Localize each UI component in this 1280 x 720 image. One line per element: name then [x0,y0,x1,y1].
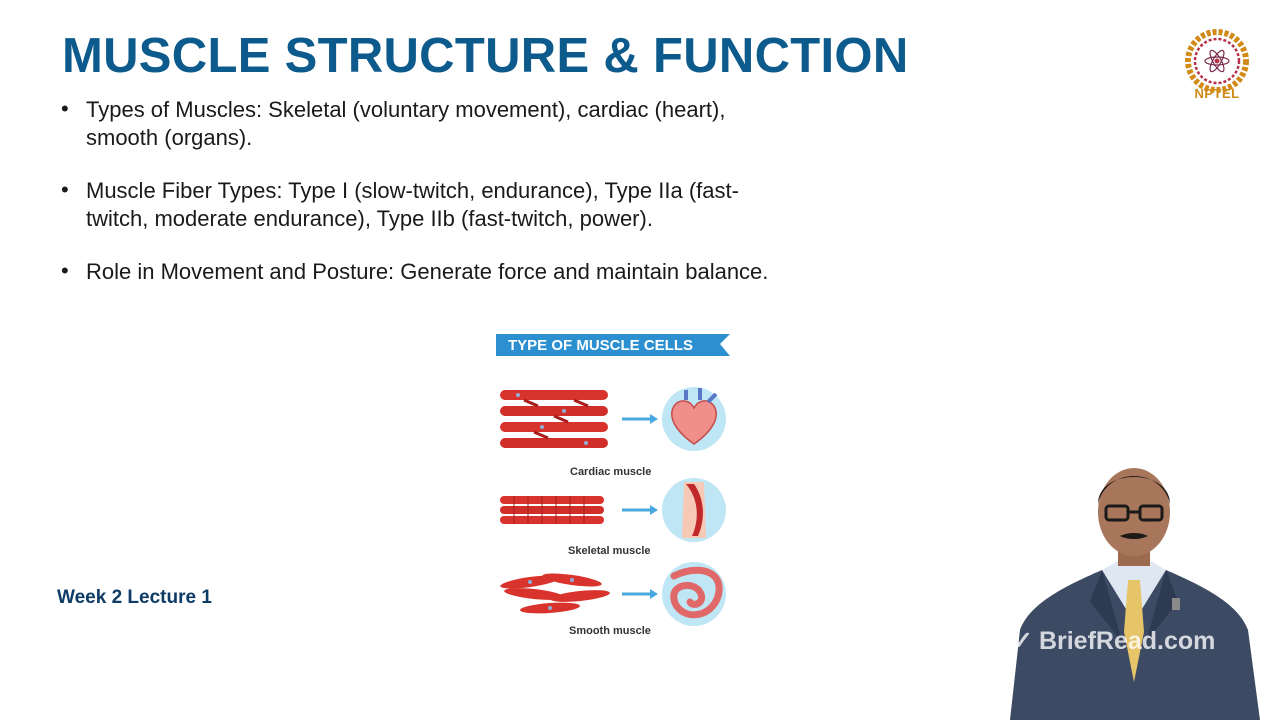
smooth-fibers-icon [500,573,610,614]
checkmark-icon: ✓ [1012,627,1033,655]
smooth-label: Smooth muscle [569,625,651,637]
limb-muscle-icon [662,478,726,542]
watermark-text: BriefRead.com [1038,627,1216,655]
heart-icon [662,387,726,451]
skeletal-fibers-icon [500,496,604,524]
logo-text: NPTEL [1194,86,1240,101]
presenter-video [1010,468,1260,720]
watermark: ✓BriefRead.com [1012,626,1215,656]
skeletal-label: Skeletal muscle [568,545,651,557]
arrow-icon [622,505,658,515]
bullet-item: •Role in Movement and Posture: Generate … [61,258,769,284]
bullet-item: •Types of Muscles: Skeletal (voluntary m… [61,96,726,150]
bullet-list: •Types of Muscles: Skeletal (voluntary m… [60,96,800,312]
arrow-icon [622,589,658,599]
intestine-icon [662,562,726,626]
banner-ribbon [496,334,730,356]
bullet-item: •Muscle Fiber Types: Type I (slow-twitch… [61,177,739,231]
cardiac-label: Cardiac muscle [570,466,651,478]
banner-text: TYPE OF MUSCLE CELLS [508,337,693,354]
slide-title: MUSCLE STRUCTURE & FUNCTION [62,29,909,83]
nptel-logo [1185,29,1249,93]
muscle-cells-infographic: TYPE OF MUSCLE CELLS Cardiac muscle Skel… [496,334,730,637]
arrow-icon [622,414,658,424]
lecture-label: Week 2 Lecture 1 [57,587,212,608]
cardiac-fibers-icon [500,390,608,448]
